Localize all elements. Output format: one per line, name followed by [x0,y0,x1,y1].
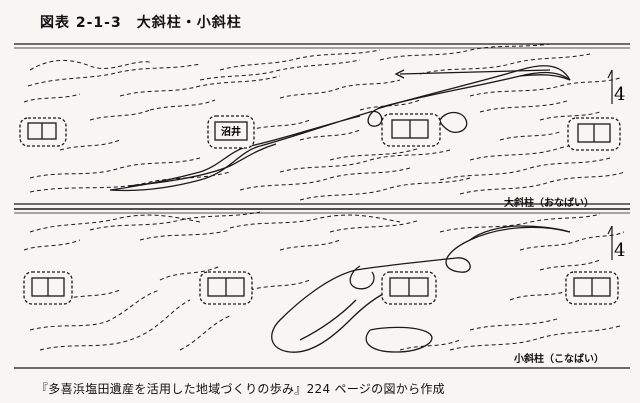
upper-wells [19,113,621,151]
lower-flow-path [271,225,571,353]
lower-furrows [23,211,625,351]
panel-label-large: 大斜柱（おなばい） [504,198,594,209]
north-arrow-upper [607,69,613,104]
compass-glyph-lower: 4 [614,240,625,261]
panel-label-small: 小斜柱（こなばい） [514,354,604,365]
north-arrow-lower [607,225,613,260]
frame-lines [14,43,630,369]
lower-wells [23,271,619,305]
figure-caption: 『多喜浜塩田遺産を活用した地域づくりの歩み』224 ページの図から作成 [36,382,445,396]
figure-title: 図表 2-1-3 大斜柱・小斜柱 [40,15,242,31]
compass-glyph-upper: 4 [614,84,625,105]
upper-furrows [23,43,626,201]
upper-flow-path [109,65,571,192]
well-label: 沼井 [221,125,241,138]
